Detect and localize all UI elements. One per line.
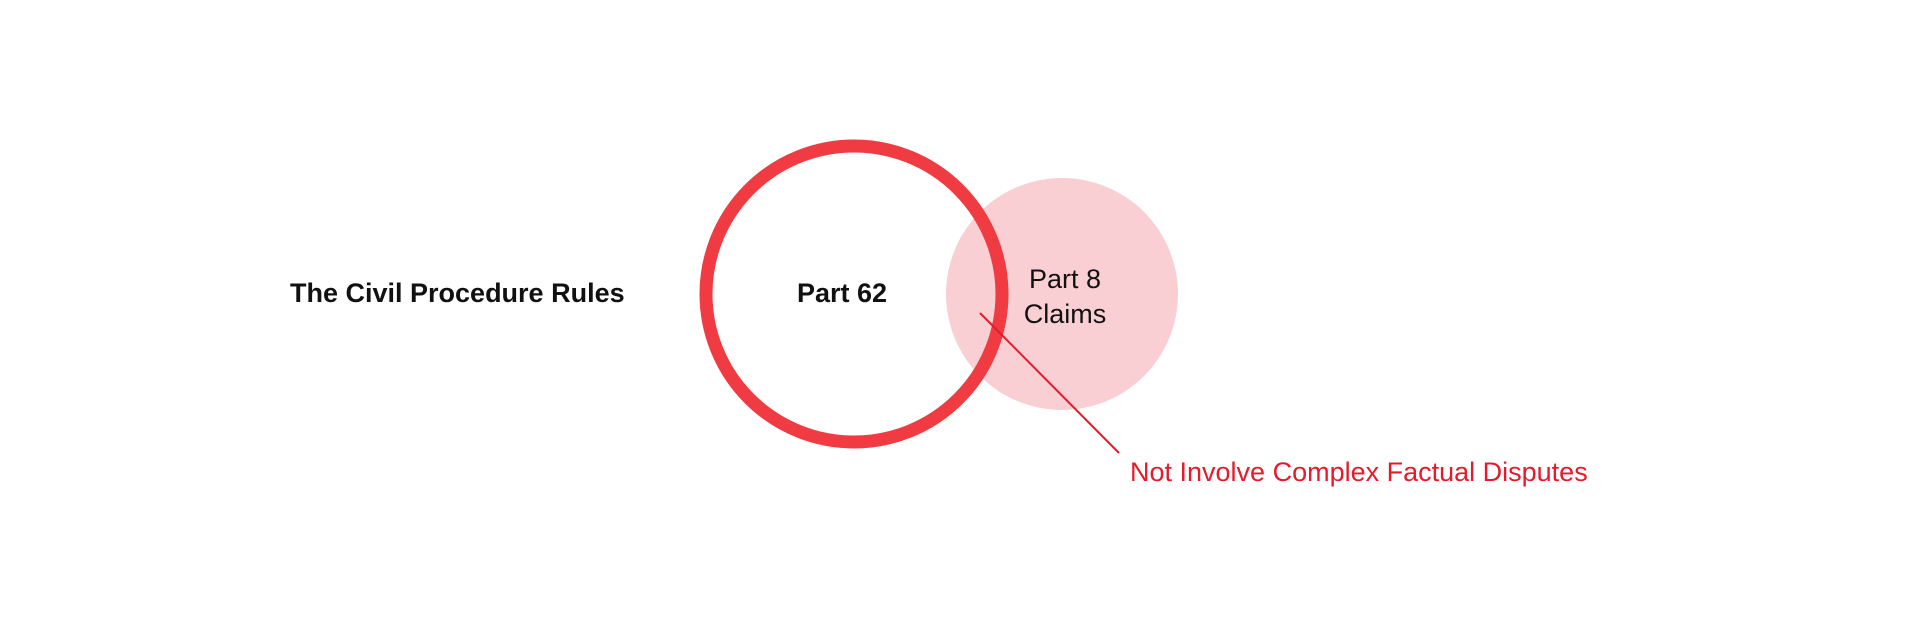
part-8-label-line2: Claims — [1023, 299, 1107, 329]
callout-line — [979, 312, 1120, 454]
part-8-label-line1: Part 8 — [1028, 264, 1102, 294]
part-62-label: Part 62 — [797, 278, 888, 308]
part-8-claims-label: Part 8 Claims — [1015, 262, 1115, 332]
civil-procedure-rules-label: The Civil Procedure Rules — [290, 278, 625, 308]
callout-label: Not Involve Complex Factual Disputes — [1130, 457, 1588, 487]
part-8-claims-circle — [946, 178, 1178, 410]
part-62-circle — [699, 139, 1009, 449]
